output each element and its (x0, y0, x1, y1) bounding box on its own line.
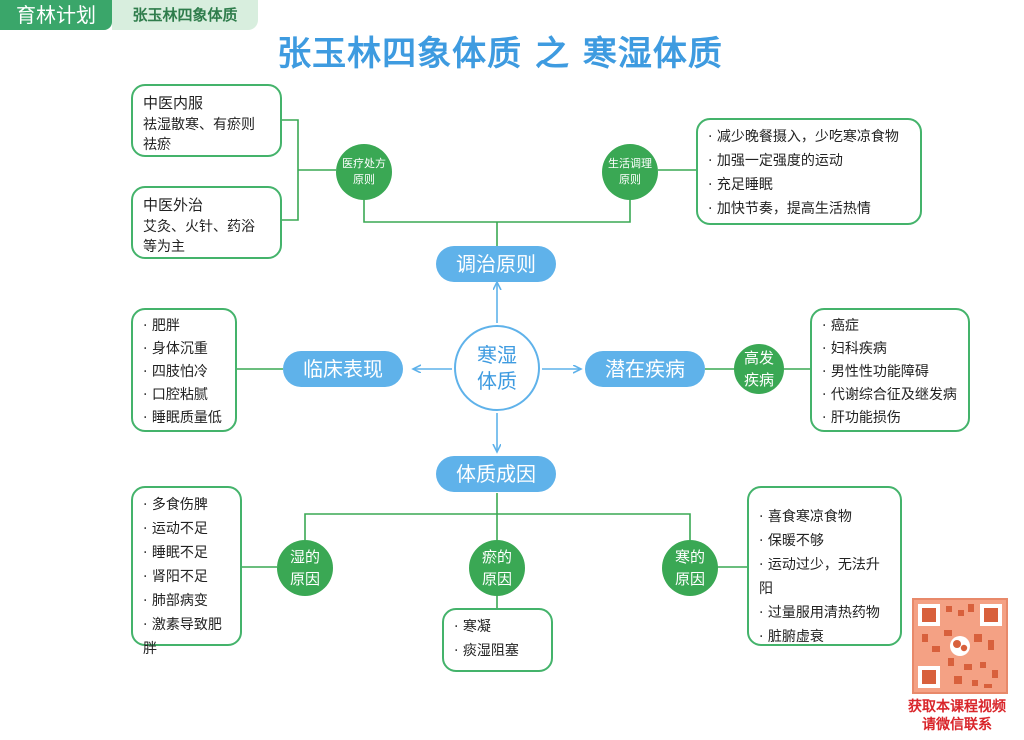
list-item: 寒凝 (454, 615, 541, 639)
pill-potential-disease: 潜在疾病 (585, 351, 705, 387)
list-item: 脏腑虚衰 (759, 625, 890, 649)
medical-bracket (282, 119, 299, 221)
circle-label: 瘀的 (481, 548, 512, 566)
qr-caption-line: 获取本课程视频 (908, 699, 1006, 715)
internal-medicine-line: 祛瘀 (143, 137, 171, 153)
list-item: 代谢综合征及继发病 (822, 384, 958, 407)
circle-cold-cause: 寒的原因 (662, 540, 718, 596)
list-item: 妇科疾病 (822, 338, 958, 361)
circle-label: 原因 (289, 570, 320, 588)
external-treatment-box: 中医外治 艾灸、火针、药浴 等为主 (131, 186, 282, 259)
center-line: 体质 (477, 369, 517, 393)
internal-medicine-line: 祛湿散寒、有瘀则 (143, 117, 255, 133)
list-item: 加强一定强度的运动 (708, 149, 910, 173)
list-item: 肾阳不足 (143, 565, 230, 589)
list-item: 加快节奏，提高生活热情 (708, 197, 910, 221)
external-treatment-line: 等为主 (143, 239, 185, 255)
circle-label: 原因 (481, 570, 512, 588)
circle-damp-cause: 湿的原因 (277, 540, 333, 596)
circle-label: 疾病 (743, 371, 774, 389)
disease-box: 癌症 妇科疾病 男性性功能障碍 代谢综合征及继发病 肝功能损伤 (810, 308, 970, 432)
pill-constitution-cause: 体质成因 (436, 456, 556, 492)
circle-label: 湿的 (289, 548, 320, 566)
internal-medicine-title: 中医内服 (143, 94, 204, 112)
circle-label: 高发 (743, 349, 774, 367)
circle-medical-principle: 医疗处方原则 (336, 144, 392, 200)
treatment-connector (363, 196, 631, 223)
circle-label: 生活调理 (608, 157, 652, 170)
list-item: 四肢怕冷 (143, 361, 225, 384)
subtitle-tag: 张玉林四象体质 (112, 0, 258, 30)
circle-label: 原因 (674, 570, 705, 588)
list-item: 身体沉重 (143, 338, 225, 361)
list-item: 肝功能损伤 (822, 407, 958, 430)
circle-life-principle: 生活调理原则 (602, 144, 658, 200)
list-item: 睡眠不足 (143, 541, 230, 565)
external-treatment-title: 中医外治 (143, 196, 204, 214)
list-item: 喜食寒凉食物 (759, 505, 890, 529)
list-item: 运动过少，无法升阳 (759, 553, 890, 601)
list-item: 癌症 (822, 315, 958, 338)
circle-stasis-cause: 瘀的原因 (469, 540, 525, 596)
stasis-cause-box: 寒凝 痰湿阻塞 (442, 608, 553, 672)
list-item: 睡眠质量低 (143, 407, 225, 430)
qr-caption: 获取本课程视频 请微信联系 (892, 698, 1022, 734)
cold-cause-box: 喜食寒凉食物 保暖不够 运动过少，无法升阳 过量服用清热药物 脏腑虚衰 (747, 486, 902, 646)
clinical-box: 肥胖 身体沉重 四肢怕冷 口腔粘腻 睡眠质量低 (131, 308, 237, 432)
circle-high-risk-disease: 高发疾病 (734, 344, 784, 394)
list-item: 保暖不够 (759, 529, 890, 553)
list-item: 肺部病变 (143, 589, 230, 613)
qr-code[interactable] (912, 598, 1008, 694)
qr-caption-line: 请微信联系 (922, 717, 992, 733)
list-item: 运动不足 (143, 517, 230, 541)
list-item: 口腔粘腻 (143, 384, 225, 407)
circle-label: 寒的 (674, 548, 705, 566)
list-item: 多食伤脾 (143, 493, 230, 517)
brand-tag: 育林计划 (0, 0, 112, 30)
external-treatment-line: 艾灸、火针、药浴 (143, 219, 255, 235)
qr-code-icon (914, 600, 1006, 692)
circle-label: 医疗处方 (342, 157, 386, 170)
internal-medicine-box: 中医内服 祛湿散寒、有瘀则 祛瘀 (131, 84, 282, 157)
list-item: 过量服用清热药物 (759, 601, 890, 625)
pill-clinical-manifestation: 临床表现 (283, 351, 403, 387)
circle-label: 原则 (619, 173, 641, 186)
center-line: 寒湿 (477, 343, 517, 367)
list-item: 减少晚餐摄入，少吃寒凉食物 (708, 125, 910, 149)
list-item: 痰湿阻塞 (454, 639, 541, 663)
page-title: 张玉林四象体质 之 寒湿体质 (277, 34, 723, 74)
damp-cause-box: 多食伤脾 运动不足 睡眠不足 肾阳不足 肺部病变 激素导致肥胖 (131, 486, 242, 657)
life-adjustment-box: 减少晚餐摄入，少吃寒凉食物 加强一定强度的运动 充足睡眠 加快节奏，提高生活热情 (696, 118, 922, 225)
pill-treatment-principle: 调治原则 (436, 246, 556, 282)
center-node: 寒湿 体质 (454, 325, 540, 411)
list-item: 激素导致肥胖 (143, 613, 230, 661)
list-item: 男性性功能障碍 (822, 361, 958, 384)
list-item: 充足睡眠 (708, 173, 910, 197)
circle-label: 原则 (353, 173, 375, 186)
list-item: 肥胖 (143, 315, 225, 338)
